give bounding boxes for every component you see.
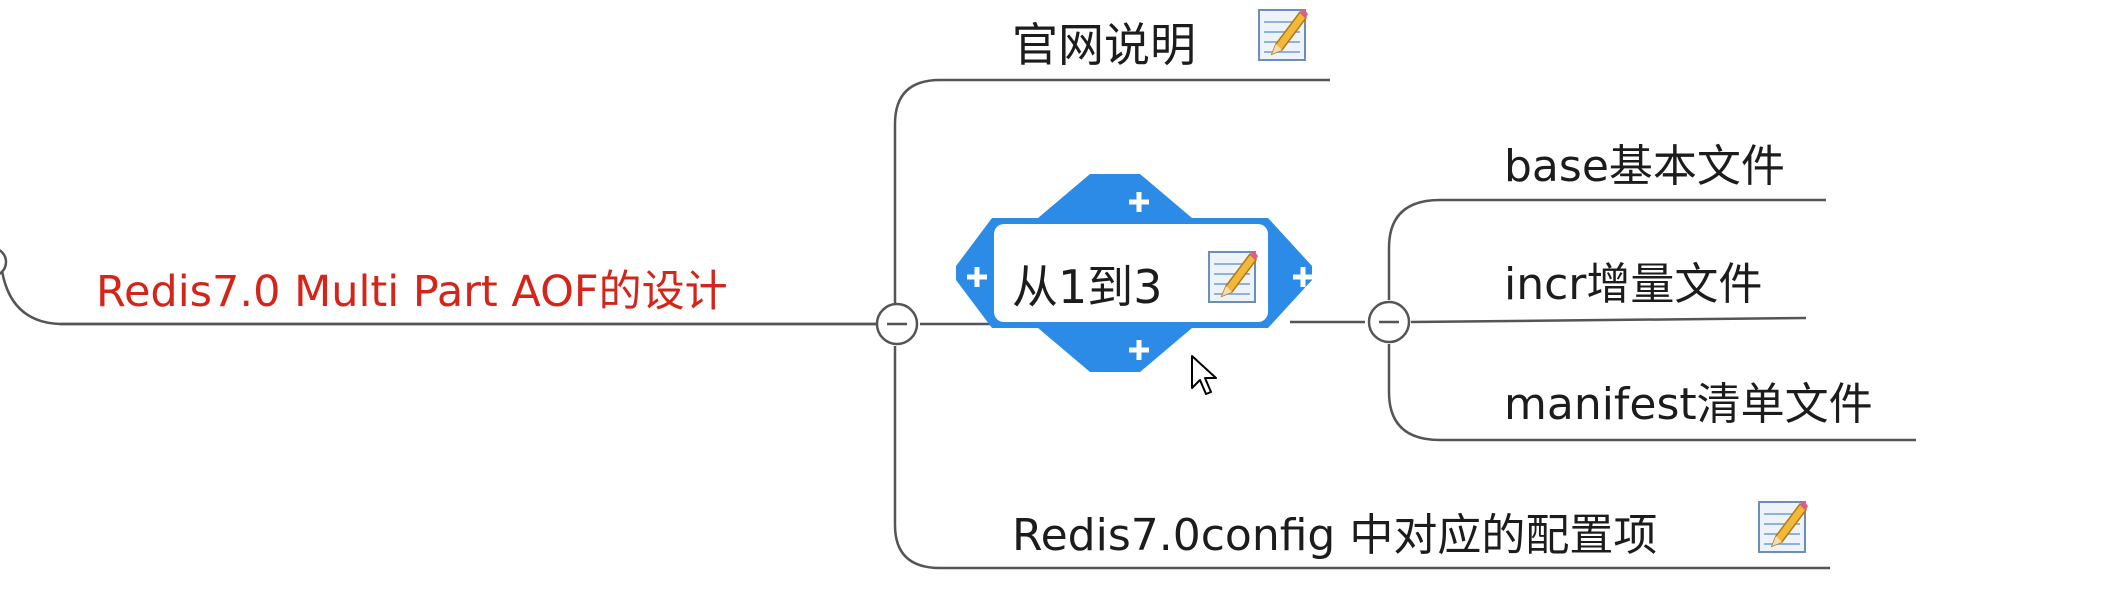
note-icon[interactable] <box>1256 6 1310 64</box>
offscreen-node-edge <box>0 249 8 275</box>
sub-branch-label-incr[interactable]: incr增量文件 <box>1504 259 1763 310</box>
sub-connector-top <box>1387 198 1826 300</box>
branch-label-from-1-to-3[interactable]: 从1到3 <box>1012 260 1163 314</box>
sub-connector-middle <box>1410 316 1807 324</box>
branch-connector-bottom <box>893 346 1830 570</box>
collapse-root-button[interactable] <box>875 302 919 346</box>
branch-connector-top <box>893 78 1330 322</box>
note-icon[interactable] <box>1206 248 1260 306</box>
sub-branch-label-base[interactable]: base基本文件 <box>1504 141 1785 192</box>
add-before-plus-icon[interactable] <box>962 262 992 292</box>
root-topic-label[interactable]: Redis7.0 Multi Part AOF的设计 <box>96 267 728 317</box>
note-icon[interactable] <box>1756 498 1810 556</box>
selected-topic-frame[interactable] <box>956 174 1334 372</box>
add-child-plus-icon[interactable] <box>1124 335 1154 365</box>
collapse-branch-button[interactable] <box>1367 300 1411 344</box>
mouse-cursor-icon <box>1191 355 1217 395</box>
add-parent-plus-icon[interactable] <box>1124 187 1154 217</box>
add-after-plus-icon[interactable] <box>1288 262 1318 292</box>
branch-label-config-items[interactable]: Redis7.0config 中对应的配置项 <box>1012 510 1658 561</box>
branch-label-official-docs[interactable]: 官网说明 <box>1012 18 1196 72</box>
sub-branch-label-manifest[interactable]: manifest清单文件 <box>1504 379 1873 430</box>
sub-connector-bottom <box>1387 344 1916 442</box>
